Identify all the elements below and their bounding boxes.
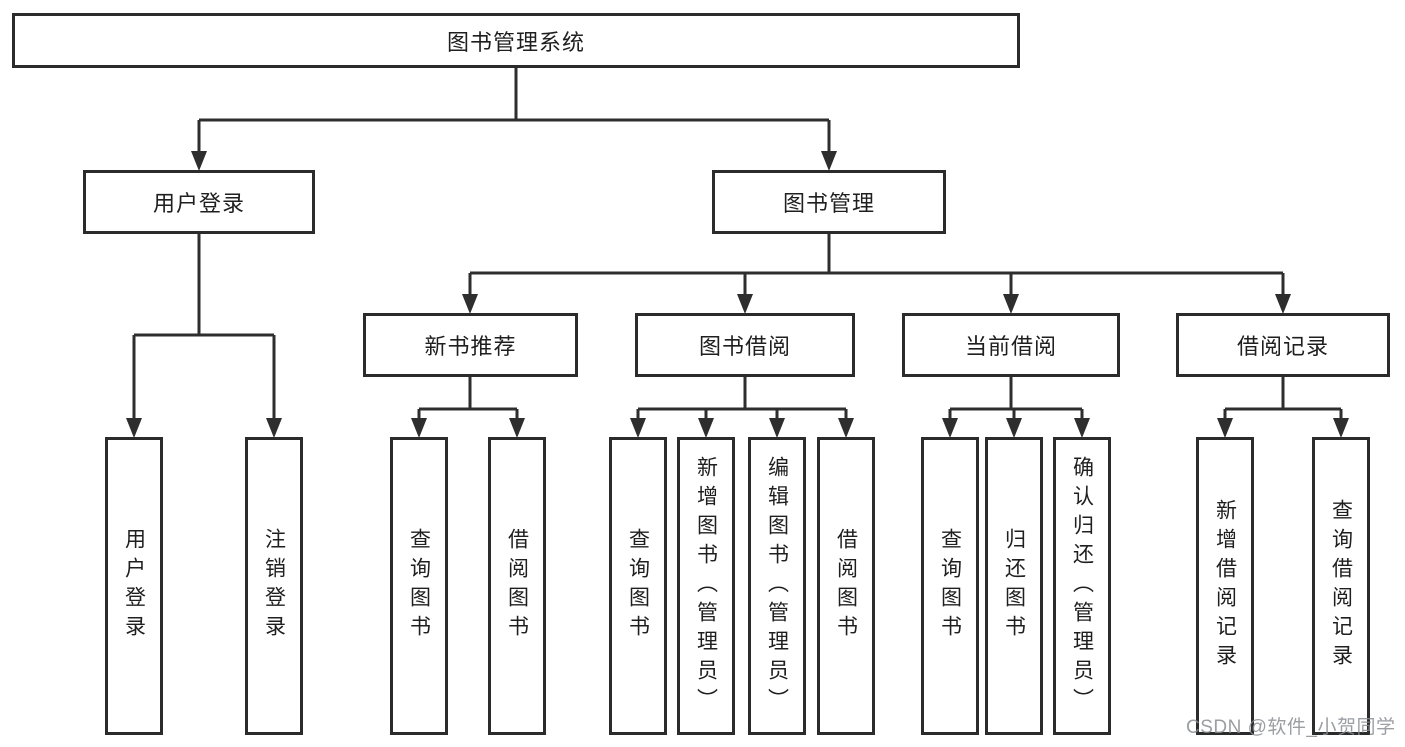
connector-book-borrow-split [630,377,854,438]
node-borrow-record: 借阅记录 [1176,313,1390,377]
leaf-user-login: 用户登录 [105,437,163,735]
connector-user-login-split [126,234,282,438]
connector-root-split [191,68,837,171]
leaf-recommend-query-book: 查询图书 [390,437,448,735]
leaf-borrow-query-book: 查询图书 [609,437,667,735]
node-book-management: 图书管理 [712,170,946,234]
leaf-confirm-return-admin: 确认归还（管理员） [1053,437,1111,735]
connector-current-borrow-split [942,377,1090,438]
leaf-logout-login: 注销登录 [245,437,303,735]
node-new-book-recommend: 新书推荐 [363,313,578,377]
leaf-add-borrow-record: 新增借阅记录 [1196,437,1254,735]
leaf-recommend-borrow-book: 借阅图书 [488,437,546,735]
leaf-edit-book-admin: 编辑图书（管理员） [748,437,806,735]
connector-new-book-recommend-split [411,377,525,438]
leaf-current-query-book: 查询图书 [921,437,979,735]
leaf-query-borrow-record: 查询借阅记录 [1312,437,1370,735]
leaf-add-book-admin: 新增图书（管理员） [677,437,735,735]
node-root: 图书管理系统 [12,13,1020,68]
leaf-return-book: 归还图书 [985,437,1043,735]
watermark-text: CSDN @软件_小贺同学 [1186,717,1396,738]
node-user-login: 用户登录 [83,170,315,234]
connector-book-management-split [462,234,1291,314]
node-book-borrow: 图书借阅 [635,313,855,377]
leaf-borrow-book: 借阅图书 [817,437,875,735]
connector-borrow-record-split [1217,377,1349,438]
node-current-borrow: 当前借阅 [902,313,1120,377]
